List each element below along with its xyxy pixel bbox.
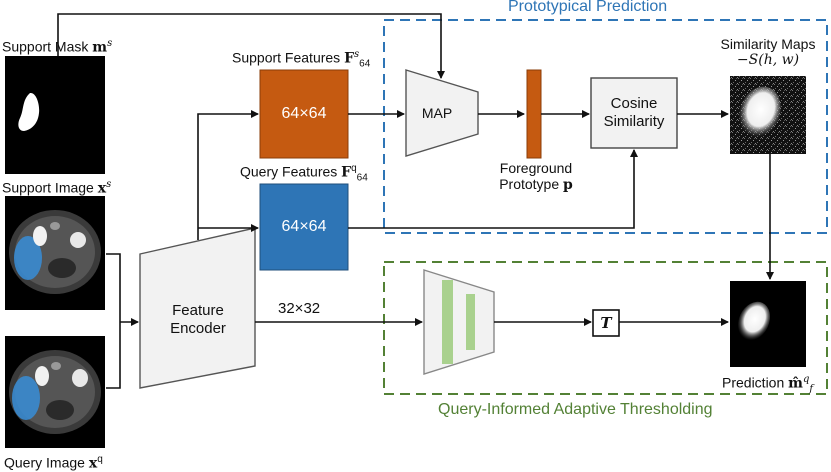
threshold-net-shape xyxy=(423,269,495,375)
query-image-label: Query Image xq xyxy=(4,454,103,472)
cosine-box xyxy=(590,77,678,149)
similarity-label: Similarity Maps −S(h, w) xyxy=(720,36,816,68)
support-features-size: 64×64 xyxy=(281,105,327,122)
net-bar-2 xyxy=(466,294,475,350)
support-image-label: Support Image xs xyxy=(2,179,112,197)
query-features-size: 64×64 xyxy=(281,218,327,235)
prediction-label: Prediction m̂qf xyxy=(722,374,814,395)
threshold-symbol: T xyxy=(600,314,612,332)
cosine-label: Cosine Similarity xyxy=(603,95,665,130)
encoder-output-size: 32×32 xyxy=(278,300,321,317)
query-features-label: Query Features Fq64 xyxy=(240,163,368,184)
similarity-blob xyxy=(739,86,781,138)
support-mask-blob xyxy=(18,92,40,131)
query-image xyxy=(5,336,105,448)
support-mask-image xyxy=(5,56,105,174)
support-image xyxy=(5,196,105,310)
query-bracket xyxy=(106,322,121,389)
map-label: MAP xyxy=(421,105,453,121)
net-bar-1 xyxy=(442,280,453,364)
thresholding-title: Query-Informed Adaptive Thresholding xyxy=(438,401,713,418)
feature-encoder-label: Feature Encoder xyxy=(170,302,226,337)
prototypical-title: Prototypical Prediction xyxy=(508,0,668,15)
prediction-blob xyxy=(737,301,771,341)
query-features-box xyxy=(259,183,349,271)
map-shape xyxy=(405,69,479,157)
support-mask-label: Support Mask ms xyxy=(2,38,113,56)
feature-encoder-shape xyxy=(139,227,256,389)
prototype-bar xyxy=(526,69,542,159)
support-features-label: Support Features Fs64 xyxy=(232,49,371,70)
support-bracket xyxy=(106,253,121,322)
prototypical-region xyxy=(383,19,828,234)
threshold-box xyxy=(592,309,620,337)
encoder-to-support-arrow xyxy=(197,110,259,240)
query-to-cosine-arrow xyxy=(348,149,638,229)
prototype-label: Foreground Prototype p xyxy=(499,160,573,193)
mask-to-map-arrow xyxy=(57,13,445,79)
